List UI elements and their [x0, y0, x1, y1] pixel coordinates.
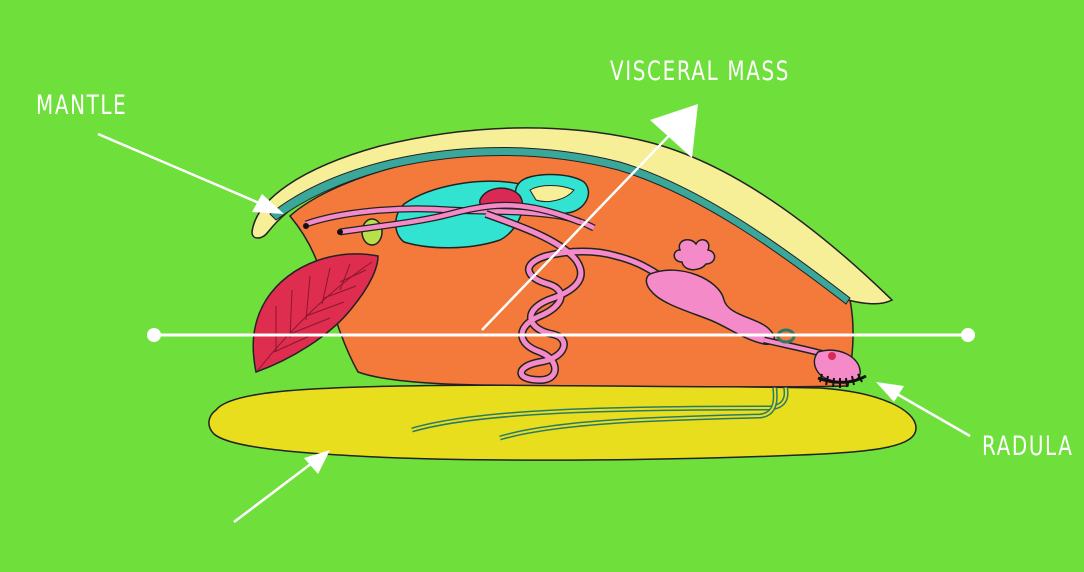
mantle-label: MANTLE	[36, 90, 128, 121]
intestine-fill	[485, 211, 666, 383]
axis-end-right	[961, 328, 975, 342]
visceral-mass-label: VISCERAL MASS	[610, 56, 791, 87]
arrow-foot	[233, 450, 330, 523]
arrow-visceral-mass	[481, 104, 698, 331]
arrow-radula	[876, 382, 971, 438]
gonad-oval	[361, 218, 383, 246]
axis-end-left	[147, 328, 161, 342]
stomach	[645, 269, 775, 346]
eye-spot-1	[303, 223, 309, 229]
radula-label: RADULA	[982, 431, 1074, 462]
gill-veins	[257, 261, 373, 371]
arrow-mantle	[97, 132, 284, 214]
kidney-detail	[529, 185, 575, 203]
mantle-inner	[269, 147, 851, 305]
buccal-spot	[828, 352, 836, 360]
foot	[208, 384, 917, 461]
digestive-gland	[673, 239, 716, 271]
digestive-tube-lower-fill	[339, 203, 581, 235]
pedal-nerve-2-inner	[499, 371, 777, 439]
radula-base	[817, 374, 867, 384]
eye-spot-2	[337, 229, 343, 235]
